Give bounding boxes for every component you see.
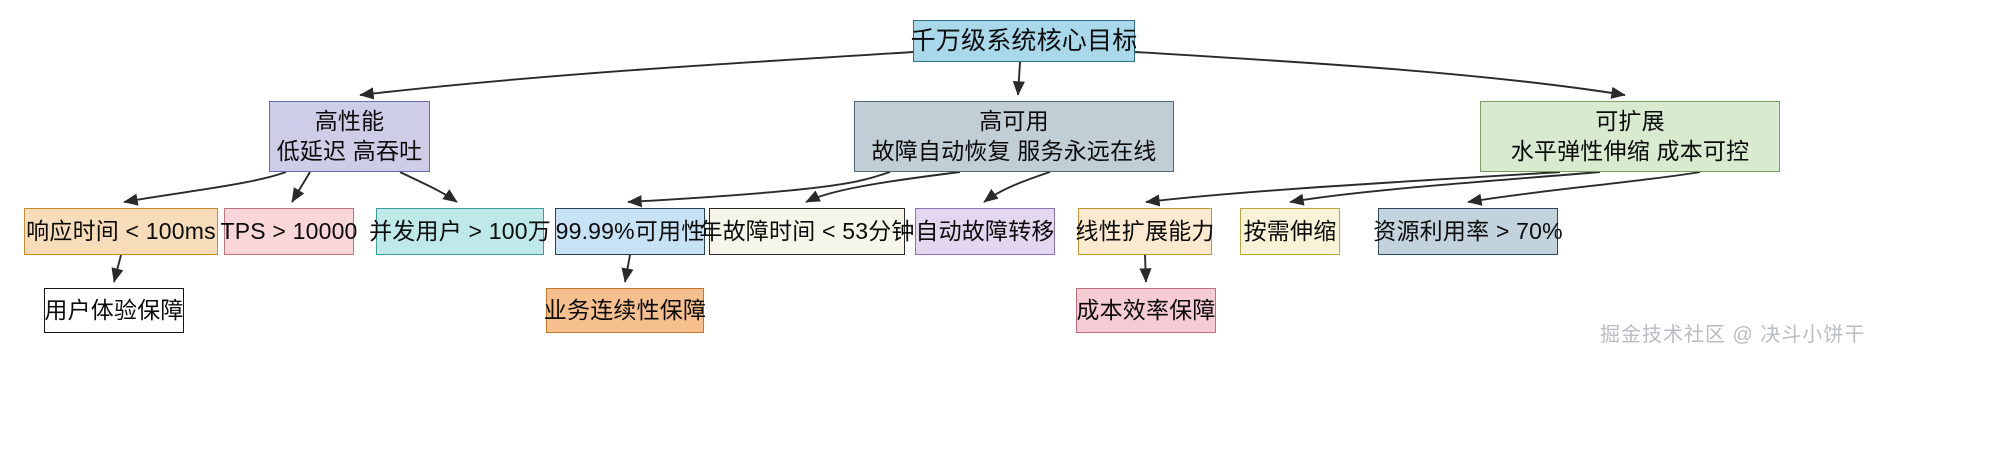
node-availability-sla-label: 99.99%可用性 xyxy=(555,217,705,244)
edge-sla-to-bcp xyxy=(621,254,634,283)
edge-avail-to-downtime xyxy=(805,171,961,203)
node-high-availability-subtitle: 故障自动恢复 服务永远在线 xyxy=(871,137,1157,164)
edge-scale-to-ondemand xyxy=(1289,171,1601,206)
node-resource-utilization-label: 资源利用率 > 70% xyxy=(1373,217,1563,244)
node-scalability-subtitle: 水平弹性伸缩 成本可控 xyxy=(1510,137,1750,164)
node-linear-scaling[interactable]: 线性扩展能力 xyxy=(1075,208,1215,255)
edge-root-to-avail xyxy=(1012,61,1025,96)
node-tps[interactable]: TPS > 10000 xyxy=(220,208,357,255)
edge-root-to-perf xyxy=(359,51,914,100)
edge-rt-to-ux xyxy=(111,254,124,283)
node-cost-efficiency-label: 成本效率保障 xyxy=(1076,296,1216,323)
node-tps-label: TPS > 10000 xyxy=(220,217,358,244)
edge-avail-to-sla xyxy=(627,171,891,208)
node-high-availability[interactable]: 高可用 故障自动恢复 服务永远在线 xyxy=(854,101,1174,172)
node-root[interactable]: 千万级系统核心目标 xyxy=(910,20,1138,62)
node-root-label: 千万级系统核心目标 xyxy=(910,27,1138,55)
node-response-time[interactable]: 响应时间 < 100ms xyxy=(24,208,218,255)
node-user-experience[interactable]: 用户体验保障 xyxy=(44,288,184,333)
node-user-experience-label: 用户体验保障 xyxy=(44,296,184,323)
node-business-continuity-label: 业务连续性保障 xyxy=(543,296,707,323)
node-high-performance[interactable]: 高性能 低延迟 高吞吐 xyxy=(269,101,430,172)
watermark: 掘金技术社区 @ 决斗小饼干 xyxy=(1600,324,1866,346)
node-scalability-title: 可扩展 xyxy=(1595,108,1665,135)
edge-linear-to-cost xyxy=(1139,254,1152,283)
edge-scale-to-linear xyxy=(1145,171,1561,207)
node-annual-downtime-label: 年故障时间 < 53分钟 xyxy=(699,217,915,244)
node-resource-utilization[interactable]: 资源利用率 > 70% xyxy=(1373,208,1563,255)
edge-perf-to-tps xyxy=(291,171,311,203)
node-annual-downtime[interactable]: 年故障时间 < 53分钟 xyxy=(699,208,914,255)
node-high-performance-title: 高性能 xyxy=(314,108,385,135)
node-auto-failover-label: 自动故障转移 xyxy=(915,217,1055,244)
node-concurrent-users[interactable]: 并发用户 > 100万 xyxy=(369,208,551,255)
node-high-performance-subtitle: 低延迟 高吞吐 xyxy=(276,137,423,164)
node-business-continuity[interactable]: 业务连续性保障 xyxy=(543,288,707,333)
node-availability-sla[interactable]: 99.99%可用性 xyxy=(555,208,705,255)
node-linear-scaling-label: 线性扩展能力 xyxy=(1075,217,1215,244)
node-response-time-label: 响应时间 < 100ms xyxy=(26,217,216,244)
node-scalability[interactable]: 可扩展 水平弹性伸缩 成本可控 xyxy=(1480,101,1780,172)
node-concurrent-users-label: 并发用户 > 100万 xyxy=(369,217,551,244)
node-on-demand-scaling[interactable]: 按需伸缩 xyxy=(1240,208,1340,255)
node-on-demand-scaling-label: 按需伸缩 xyxy=(1243,217,1337,244)
edge-root-to-scale xyxy=(1134,51,1626,99)
node-cost-efficiency[interactable]: 成本效率保障 xyxy=(1076,288,1216,333)
node-high-availability-title: 高可用 xyxy=(979,108,1049,135)
edge-scale-to-util xyxy=(1467,171,1701,206)
node-auto-failover[interactable]: 自动故障转移 xyxy=(915,208,1055,255)
edge-perf-to-rt xyxy=(123,171,287,206)
edge-avail-to-failover xyxy=(983,171,1051,203)
edge-perf-to-cc xyxy=(399,171,458,203)
